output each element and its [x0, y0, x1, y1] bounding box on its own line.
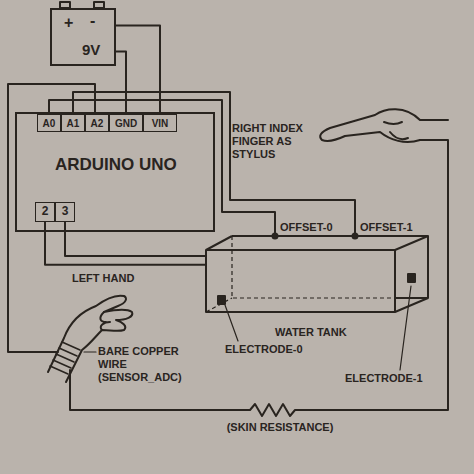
tank-outline — [205, 236, 430, 316]
electrode-plate — [408, 274, 415, 282]
battery-box: +- 9V — [50, 8, 116, 66]
arduino-board: A0 A1 A2 GND VIN 23 ARDUINO UNO — [15, 112, 215, 232]
leader-line — [225, 305, 238, 341]
tank-edge — [206, 236, 428, 312]
node-label: ARDUINO UNO — [55, 156, 177, 175]
annotation-label: LEFT HAND — [72, 272, 162, 285]
leader-line — [84, 351, 96, 352]
annotation-label: OFFSET-1 — [360, 221, 430, 234]
pin-cell: GND — [109, 114, 143, 132]
annotation-label: RIGHT INDEX FINGER AS STYLUS — [232, 122, 312, 162]
pin-cell: A2 — [85, 114, 109, 132]
electrode-plate — [218, 296, 225, 304]
annotation-label: ELECTRODE-0 — [225, 343, 315, 356]
pin-name: 3 — [62, 205, 69, 218]
pin-name: GND — [115, 118, 137, 129]
water-tank: WATER TANK — [205, 236, 430, 316]
skin-loop-wire — [70, 140, 448, 416]
wire — [45, 222, 205, 265]
wire — [116, 52, 126, 115]
pin-name: A0 — [43, 118, 56, 129]
hand-finger-line — [100, 312, 110, 330]
annotation-label: BARE COPPER WIRE (SENSOR_ADC) — [98, 345, 198, 385]
node-label: WATER TANK — [275, 326, 347, 338]
pin-cell: A0 — [37, 114, 61, 132]
pin-cell: VIN — [143, 114, 177, 132]
wire — [65, 222, 205, 256]
annotation-label: ELECTRODE-1 — [345, 372, 435, 385]
pin-cell: 3 — [55, 202, 75, 222]
pin-cell: A1 — [61, 114, 85, 132]
pin-name: A1 — [67, 118, 80, 129]
wire — [49, 100, 275, 236]
node-label: 9V — [82, 42, 100, 59]
annotation-label: (SKIN RESISTANCE) — [190, 421, 370, 434]
copper-coil — [50, 342, 80, 374]
pin-name: VIN — [152, 118, 169, 129]
pin-cell: 2 — [35, 202, 55, 222]
annotation-label: OFFSET-0 — [280, 221, 350, 234]
sensor-wire — [8, 84, 95, 352]
right-hand — [320, 109, 448, 142]
pin-name: A2 — [91, 118, 104, 129]
drawing-part — [8, 2, 448, 416]
pin-name: 2 — [42, 205, 49, 218]
tank-hidden-edge — [206, 236, 395, 312]
drawing-part — [206, 236, 428, 312]
node-label: + — [64, 14, 73, 32]
node-label: - — [90, 12, 95, 30]
